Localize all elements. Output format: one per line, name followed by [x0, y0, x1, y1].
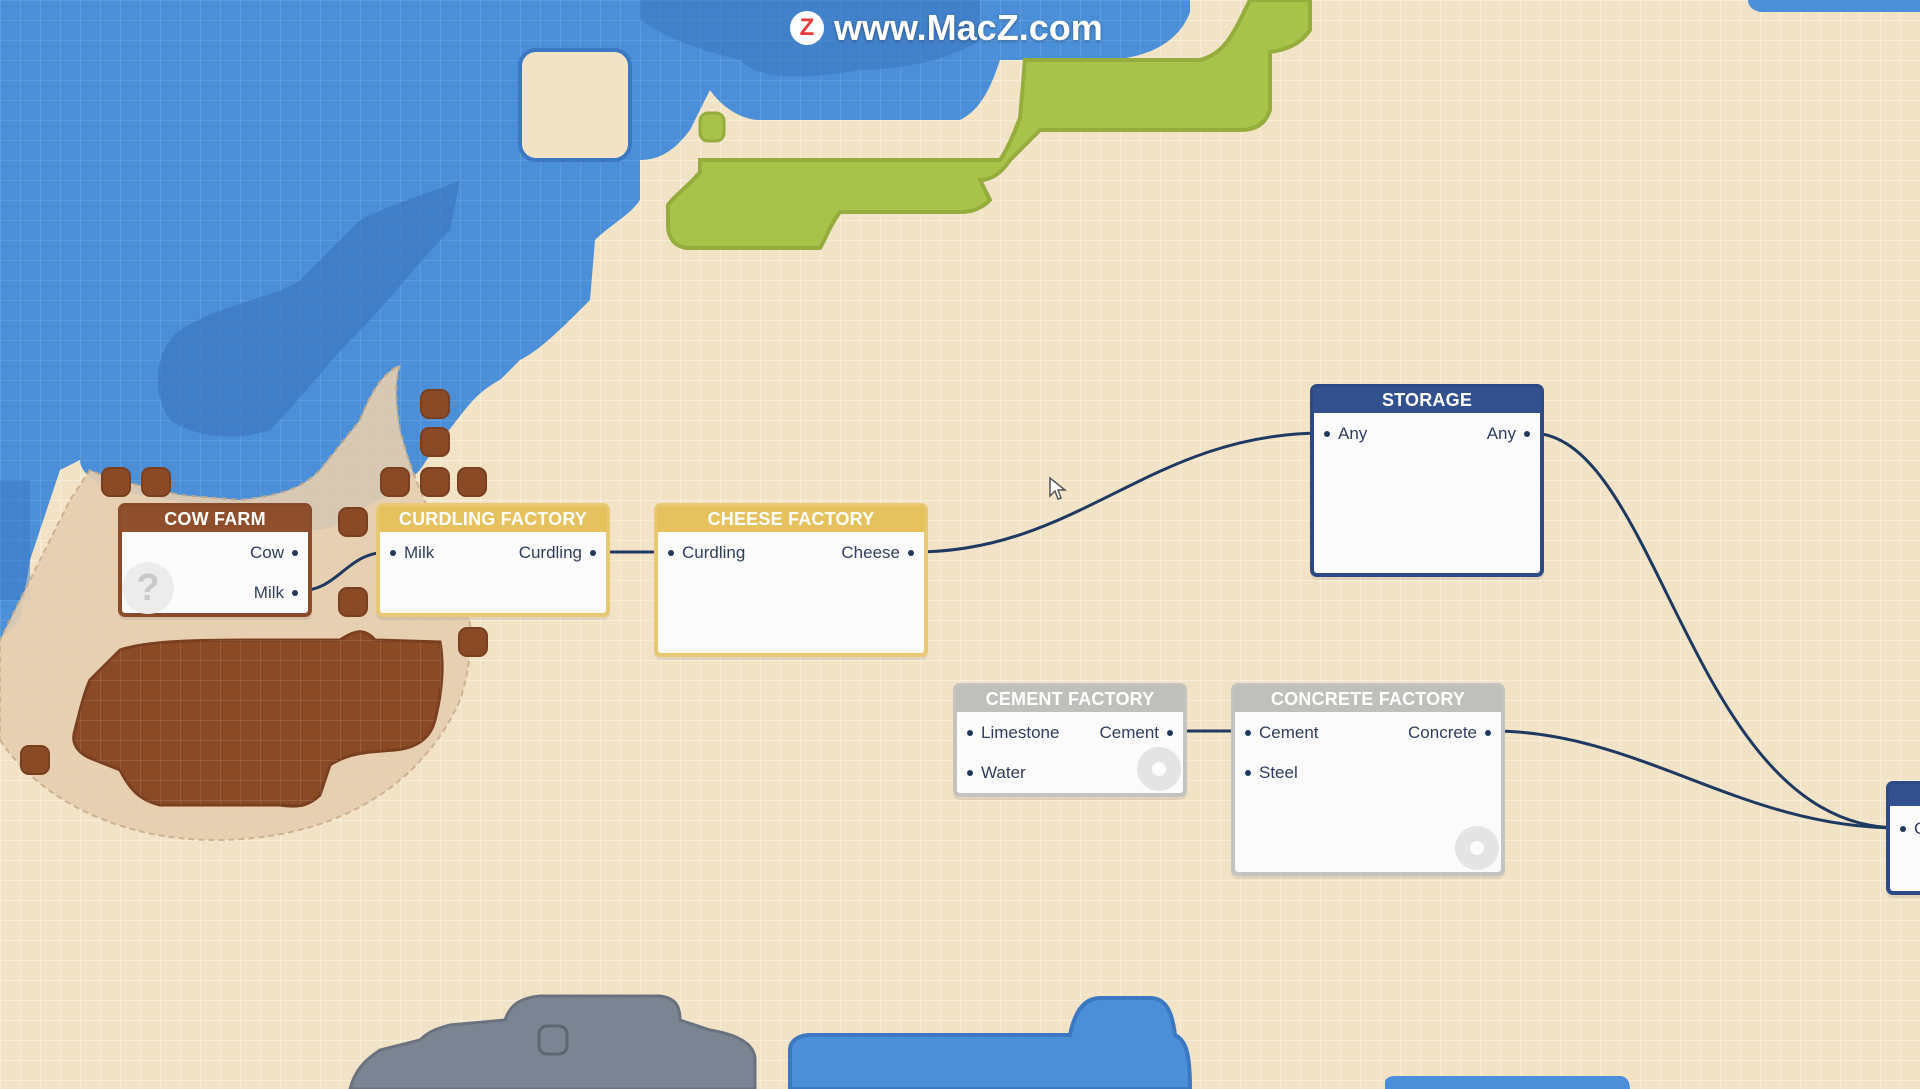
watermark-text: www.MacZ.com	[834, 7, 1103, 48]
soil-tiles	[20, 389, 488, 775]
help-icon[interactable]: ?	[122, 562, 174, 614]
port-in-partial[interactable]: C	[1900, 819, 1920, 839]
sand-islet	[518, 48, 632, 162]
port-in-steel[interactable]: Steel	[1245, 763, 1298, 783]
node-cheese-factory[interactable]: CHEESE FACTORY Curdling Cheese	[654, 503, 928, 657]
mouse-cursor-icon	[1049, 476, 1068, 500]
node-storage[interactable]: STORAGE Any Any	[1310, 384, 1544, 577]
port-out-any[interactable]: Any	[1487, 424, 1531, 444]
deep-water	[157, 180, 460, 437]
wire-cheese-storage	[914, 431, 1324, 554]
node-concrete-factory[interactable]: CONCRETE FACTORY Cement Steel Concrete	[1231, 683, 1505, 876]
node-cement-factory[interactable]: CEMENT FACTORY Limestone Water Cement	[953, 683, 1187, 797]
port-out-milk[interactable]: Milk	[254, 583, 299, 603]
node-title: COW FARM	[121, 506, 309, 532]
port-in-any[interactable]: Any	[1324, 424, 1367, 444]
gear-icon	[1137, 747, 1181, 791]
port-out-curdling[interactable]: Curdling	[519, 543, 597, 563]
node-title: STORAGE	[1313, 387, 1541, 413]
node-title: CHEESE FACTORY	[657, 506, 925, 532]
port-out-concrete[interactable]: Concrete	[1408, 723, 1491, 743]
port-out-cement[interactable]: Cement	[1099, 723, 1173, 743]
wire-storage-out	[1530, 431, 1900, 830]
port-in-water[interactable]: Water	[967, 763, 1026, 783]
node-title	[1889, 784, 1920, 806]
port-in-cement[interactable]: Cement	[1245, 723, 1319, 743]
watermark-logo-icon: Z	[790, 11, 824, 45]
port-out-cow[interactable]: Cow	[250, 543, 299, 563]
port-out-cheese[interactable]: Cheese	[841, 543, 914, 563]
node-title: CEMENT FACTORY	[956, 686, 1184, 712]
gear-icon	[1455, 826, 1499, 870]
port-in-milk[interactable]: Milk	[390, 543, 434, 563]
node-title: CONCRETE FACTORY	[1234, 686, 1502, 712]
node-title: CURDLING FACTORY	[379, 506, 607, 532]
node-partial-offscreen[interactable]: C	[1886, 781, 1920, 895]
node-cow-farm[interactable]: COW FARM Cow Milk	[118, 503, 312, 617]
port-in-curdling[interactable]: Curdling	[668, 543, 745, 563]
grass-region	[666, 0, 1312, 250]
node-curdling-factory[interactable]: CURDLING FACTORY Milk Curdling	[376, 503, 610, 617]
wire-concrete-out	[1491, 729, 1900, 830]
watermark: Z www.MacZ.com	[790, 7, 1103, 48]
water-bottom	[788, 996, 1193, 1089]
port-in-limestone[interactable]: Limestone	[967, 723, 1059, 743]
